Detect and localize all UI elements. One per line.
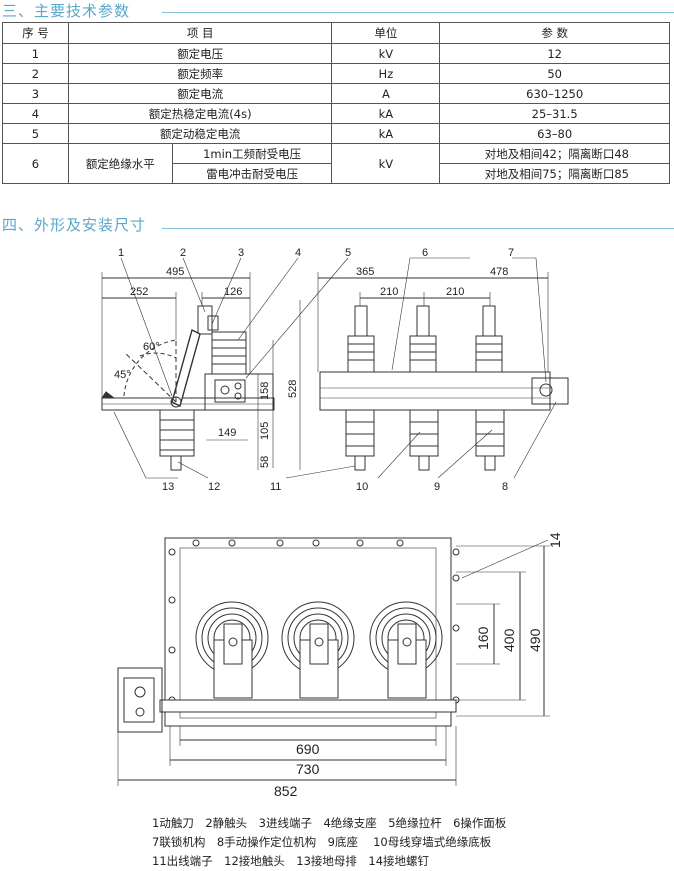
outlet-insulator bbox=[159, 409, 195, 457]
dim-252: 252 bbox=[130, 286, 148, 298]
dim-400: 400 bbox=[501, 628, 517, 652]
table-row: 5 额定动稳定电流 kA 63–80 bbox=[2, 123, 670, 144]
front-insulator-3 bbox=[475, 305, 503, 373]
dim-126: 126 bbox=[224, 286, 242, 298]
header-item: 项 目 bbox=[67, 22, 333, 44]
table-row: 2 额定频率 Hz 50 bbox=[2, 63, 670, 84]
dim-58: 58 bbox=[259, 456, 271, 468]
table-row: 4 额定热稳定电流(4s) kA 25–31.5 bbox=[2, 103, 670, 124]
dim-210-a: 210 bbox=[380, 286, 398, 298]
side-view bbox=[101, 257, 349, 479]
header-unit: 单位 bbox=[331, 22, 441, 44]
row-unit: kV bbox=[331, 43, 441, 64]
section3-rule bbox=[162, 12, 674, 13]
dim-690: 690 bbox=[296, 741, 320, 757]
callout-11: 11 bbox=[270, 481, 281, 493]
operating-shaft bbox=[159, 699, 457, 713]
row-subitem: 雷电冲击耐受电压 bbox=[171, 163, 333, 184]
dim-160: 160 bbox=[475, 626, 491, 650]
legend-line-3: 11出线端子 12接地触头 13接地母排 14接地螺钉 bbox=[152, 854, 430, 868]
section4-title: 四、外形及安装尺寸 bbox=[2, 216, 147, 234]
spec-table: 序 号 项 目 单位 参 数 1 额定电压 kV 12 2 额定频率 Hz 50… bbox=[2, 22, 670, 184]
top-base-plate bbox=[164, 537, 452, 727]
dim-495: 495 bbox=[166, 266, 184, 278]
callout-4: 4 bbox=[295, 247, 301, 259]
front-insulator-2 bbox=[409, 305, 437, 373]
dim-478: 478 bbox=[490, 266, 508, 278]
row-item: 额定动稳定电流 bbox=[67, 123, 333, 144]
row-value: 630–1250 bbox=[439, 83, 670, 104]
table-row: 6 额定绝缘水平 1min工频耐受电压 kV 对地及相间42；隔离断口48 bbox=[2, 143, 670, 184]
front-base bbox=[319, 371, 551, 411]
table-header-row: 序 号 项 目 单位 参 数 bbox=[2, 22, 670, 44]
callout-7: 7 bbox=[508, 247, 514, 259]
interlock-mechanism bbox=[531, 377, 569, 405]
bushing-1 bbox=[195, 601, 269, 699]
callout-12: 12 bbox=[208, 481, 220, 493]
legend-line-1: 1动触刀 2静触头 3进线端子 4绝缘支座 5绝缘拉杆 6操作面板 bbox=[152, 816, 507, 830]
top-operating-mechanism bbox=[117, 667, 163, 733]
angle-60: 60° bbox=[143, 341, 160, 353]
bushing-3 bbox=[369, 601, 443, 699]
front-lower-insulator-2 bbox=[409, 409, 439, 471]
row-unit: kV bbox=[331, 143, 441, 184]
front-insulator-1 bbox=[347, 305, 375, 373]
section4-rule bbox=[162, 228, 674, 229]
front-lower-insulator-1 bbox=[345, 409, 375, 471]
static-contact bbox=[197, 305, 213, 335]
dim-365: 365 bbox=[356, 266, 374, 278]
top-view bbox=[117, 537, 550, 786]
hinge-bracket bbox=[101, 391, 116, 399]
callout-1: 1 bbox=[118, 247, 124, 259]
dim-852: 852 bbox=[274, 783, 298, 799]
front-lower-insulator-3 bbox=[475, 409, 505, 471]
dim-210-b: 210 bbox=[446, 286, 464, 298]
legend-line-2: 7联锁机构 8手动操作定位机构 9底座 10母线穿墙式绝缘底板 bbox=[152, 835, 492, 849]
bushing-2 bbox=[281, 601, 355, 699]
dim-149: 149 bbox=[218, 427, 236, 439]
outlet-terminal bbox=[170, 455, 182, 471]
row-item: 额定频率 bbox=[67, 63, 333, 84]
panel-mechanism bbox=[214, 379, 246, 403]
dim-490: 490 bbox=[527, 628, 543, 652]
dim-158: 158 bbox=[259, 382, 271, 400]
side-insulator bbox=[211, 331, 247, 375]
dim-105: 105 bbox=[259, 422, 271, 440]
swing-arc-60 bbox=[139, 352, 177, 359]
row-value: 25–31.5 bbox=[439, 103, 670, 124]
callout-13: 13 bbox=[162, 481, 174, 493]
header-value: 参 数 bbox=[439, 22, 670, 44]
callout-6: 6 bbox=[422, 247, 428, 259]
callout-8: 8 bbox=[502, 481, 508, 493]
parts-legend: 1动触刀 2静触头 3进线端子 4绝缘支座 5绝缘拉杆 6操作面板 7联锁机构 … bbox=[152, 814, 572, 871]
callout-2: 2 bbox=[180, 247, 186, 259]
swing-arc-45 bbox=[123, 339, 177, 397]
moving-blade bbox=[171, 328, 201, 408]
callout-9: 9 bbox=[434, 481, 440, 493]
row-subitem: 1min工频耐受电压 bbox=[171, 143, 333, 164]
front-view bbox=[285, 257, 569, 479]
callout-14: 14 bbox=[547, 532, 563, 548]
row-value: 对地及相间75；隔离断口85 bbox=[439, 163, 670, 184]
callout-10: 10 bbox=[356, 481, 368, 493]
dim-730: 730 bbox=[296, 761, 320, 777]
row-no: 6 bbox=[2, 143, 69, 184]
row-item: 额定绝缘水平 bbox=[67, 143, 173, 184]
dim-528: 528 bbox=[287, 380, 299, 398]
table-row: 雷电冲击耐受电压 对地及相间75；隔离断口85 bbox=[3, 163, 670, 184]
angle-45: 45° bbox=[114, 369, 131, 381]
section3-title: 三、主要技术参数 bbox=[2, 2, 131, 20]
table-row: 3 额定电流 A 630–1250 bbox=[2, 83, 670, 104]
callout-3: 3 bbox=[238, 247, 244, 259]
callout-5: 5 bbox=[345, 247, 351, 259]
